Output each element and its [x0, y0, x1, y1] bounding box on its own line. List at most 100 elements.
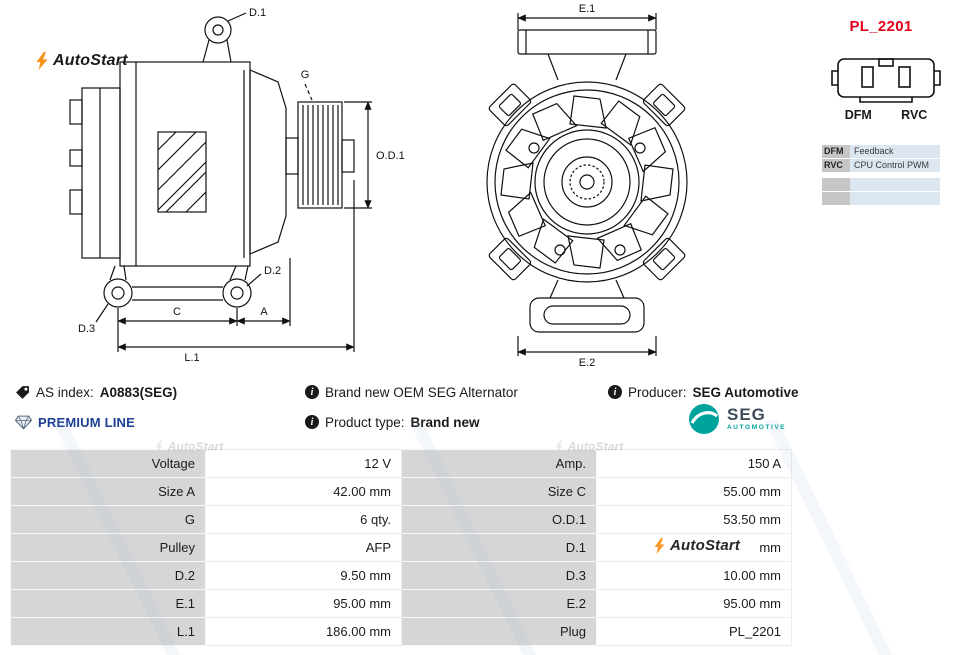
legend-key: RVC [822, 159, 850, 172]
dim-d1-label: D.1 [249, 7, 266, 19]
autostart-logo: AutoStart [35, 52, 128, 70]
dim-od1-label: O.D.1 [376, 150, 405, 162]
dim-d3-label: D.3 [78, 323, 95, 335]
spec-row: Voltage 12 V Amp. 150 A [10, 449, 792, 478]
seg-automotive-logo: SEG AUTOMOTIVE [688, 403, 786, 435]
dim-e1-label: E.1 [579, 3, 596, 15]
spec-row: Size A 42.00 mm Size C 55.00 mm [10, 477, 792, 506]
spec-value: 6 qty. [205, 505, 402, 534]
lightning-bolt-icon [36, 52, 48, 70]
spec-value: 10.00 mm [596, 561, 792, 590]
legend-key [822, 178, 850, 191]
spec-label: L.1 [10, 617, 206, 646]
legend-key [822, 192, 850, 205]
spec-value: AFP [205, 533, 402, 562]
oem-item: i Brand new OEM SEG Alternator [305, 383, 518, 401]
dim-a-label: A [260, 306, 268, 318]
legend-value [850, 192, 940, 205]
connector-pin-labels: DFM RVC [830, 108, 942, 122]
spec-label: D.2 [10, 561, 206, 590]
spec-label: D.1 [401, 533, 597, 562]
legend-key: DFM [822, 145, 850, 158]
spec-label: Plug [401, 617, 597, 646]
connector-legend: DFM Feedback RVC CPU Control PWM [822, 145, 940, 206]
legend-value: Feedback [850, 145, 940, 158]
pin-label-rvc: RVC [901, 108, 928, 122]
spec-row: G 6 qty. O.D.1 53.50 mm [10, 505, 792, 534]
lightning-bolt-icon [155, 439, 164, 453]
dim-d2-label: D.2 [264, 265, 281, 277]
as-index-value: A0883(SEG) [99, 384, 178, 400]
autostart-watermark-text: AutoStart [167, 439, 224, 453]
legend-row: DFM Feedback [822, 145, 940, 158]
seg-logo-icon [689, 404, 719, 434]
autostart-watermark-orange: AutoStart [653, 537, 740, 554]
spec-label: Size A [10, 477, 206, 506]
producer-item: i Producer: SEG Automotive [608, 383, 799, 401]
spec-label: E.1 [10, 589, 206, 618]
alternator-front-view-drawing: E.1 [486, 3, 688, 369]
premium-line-item: PREMIUM LINE [15, 413, 135, 431]
specs-table-body: Voltage 12 V Amp. 150 A Size A 42.00 mm … [10, 449, 792, 646]
producer-value: SEG Automotive [692, 384, 799, 400]
producer-label: Producer: [628, 384, 687, 400]
legend-row [822, 178, 940, 191]
pin-label-dfm: DFM [844, 108, 872, 122]
spec-label: D.3 [401, 561, 597, 590]
info-icon: i [305, 385, 319, 399]
legend-value: CPU Control PWM [850, 159, 940, 172]
spec-value: 95.00 mm [596, 589, 792, 618]
product-type-item: i Product type: Brand new [305, 413, 480, 431]
legend-value [850, 178, 940, 191]
seg-logo-subtitle: AUTOMOTIVE [727, 424, 787, 432]
lightning-bolt-icon [654, 537, 665, 554]
spec-row: Pulley AFP D.1 mm [10, 533, 792, 562]
spec-row: D.2 9.50 mm D.3 10.00 mm [10, 561, 792, 590]
lightning-bolt-icon [555, 439, 564, 453]
as-index-item: AS index: A0883(SEG) [15, 383, 177, 401]
product-type-value: Brand new [410, 414, 480, 430]
specs-table: Voltage 12 V Amp. 150 A Size A 42.00 mm … [10, 449, 792, 646]
spec-value: 9.50 mm [205, 561, 402, 590]
legend-row [822, 192, 940, 205]
dim-e2-label: E.2 [579, 357, 596, 369]
premium-line-label: PREMIUM LINE [38, 414, 136, 430]
seg-logo-name: SEG [727, 405, 766, 425]
spec-value: PL_2201 [596, 617, 792, 646]
autostart-watermark-text: AutoStart [670, 537, 741, 554]
info-icon: i [608, 385, 622, 399]
dim-l1-label: L.1 [184, 352, 199, 364]
spec-label: O.D.1 [401, 505, 597, 534]
tag-icon [16, 385, 29, 399]
spec-row: E.1 95.00 mm E.2 95.00 mm [10, 589, 792, 618]
plug-code: PL_2201 [849, 18, 913, 35]
spec-label: Size C [401, 477, 597, 506]
autostart-watermark-ghost: AutoStart [554, 439, 623, 453]
spec-value: mm [596, 533, 792, 562]
spec-label: Pulley [10, 533, 206, 562]
dim-c-label: C [173, 306, 181, 318]
spec-label: Amp. [401, 449, 597, 478]
info-icon: i [305, 415, 319, 429]
connector-icon [831, 58, 941, 103]
product-type-label: Product type: [325, 414, 405, 430]
spec-label: Voltage [10, 449, 206, 478]
autostart-watermark-text: AutoStart [567, 439, 624, 453]
spec-value: 186.00 mm [205, 617, 402, 646]
as-index-label: AS index: [36, 384, 94, 400]
spec-value: 55.00 mm [596, 477, 792, 506]
spec-label: E.2 [401, 589, 597, 618]
diamond-icon [15, 415, 32, 430]
oem-text: Brand new OEM SEG Alternator [325, 384, 518, 400]
alternator-side-view-drawing: D.1 G O.D.1 [69, 7, 405, 364]
spec-value: 150 A [596, 449, 792, 478]
legend-row: RVC CPU Control PWM [822, 159, 940, 172]
spec-row: L.1 186.00 mm Plug PL_2201 [10, 617, 792, 646]
autostart-logo-text: AutoStart [53, 52, 128, 69]
spec-value: 53.50 mm [596, 505, 792, 534]
spec-value: 12 V [205, 449, 402, 478]
spec-value: 95.00 mm [205, 589, 402, 618]
spec-label: G [10, 505, 206, 534]
dim-g-label: G [301, 69, 310, 81]
